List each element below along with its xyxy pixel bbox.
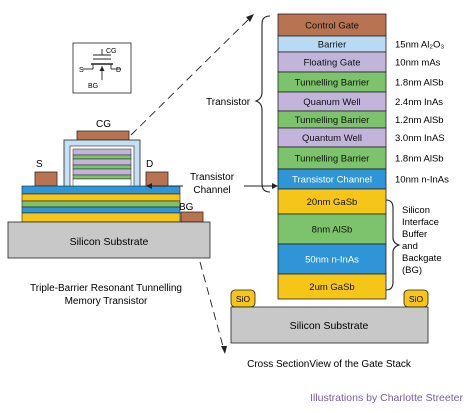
buffer-brace xyxy=(385,199,401,291)
device-barrier-2 xyxy=(72,164,132,170)
device-cg-label: CG xyxy=(96,119,111,130)
stack-layer-label: Transistor Channel xyxy=(292,175,372,186)
device-well-2 xyxy=(72,168,132,176)
annotation-buffer-line: Silicon xyxy=(402,205,430,216)
stack-layer-label: 20nm GaSb xyxy=(307,197,358,208)
annotation-buffer-line: and xyxy=(402,241,418,252)
device-barrier-1 xyxy=(72,154,132,160)
stack-layer-label: Tunnelling Barrier xyxy=(295,154,370,165)
device-substrate xyxy=(7,221,211,259)
stack-sio-right-label: SiO xyxy=(409,294,424,304)
symbol-cg-label: CG xyxy=(106,48,117,55)
stack-substrate-label: Silicon Substrate xyxy=(290,320,369,332)
device-gasb-layer xyxy=(21,193,181,202)
device-caption-line2: Memory Transistor xyxy=(65,296,148,307)
stack-layer-label: 8nm AlSb xyxy=(312,225,353,236)
stack-layer xyxy=(277,213,387,245)
stack-layer-label: Barrier xyxy=(318,40,347,51)
symbol-s-label: S xyxy=(79,67,84,74)
annotation-buffer: Silicon Interface Buffer and Backgate (B… xyxy=(402,205,442,276)
stack-layer-label: Quantum Well xyxy=(302,133,362,144)
annotation-channel-arrowhead-left xyxy=(146,183,152,189)
device-well-1 xyxy=(72,158,132,166)
stack-layer xyxy=(277,243,387,275)
stack-layer-label: Floating Gate xyxy=(303,58,360,69)
stack-layer-spec: 1.8nm AlSb xyxy=(395,78,444,89)
credit-caption: Illustrations by Charlotte Streeter xyxy=(310,392,463,404)
annotation-transistor: Transistor xyxy=(206,97,251,108)
device-substrate-label: Silicon Substrate xyxy=(70,236,149,248)
device-d-label: D xyxy=(146,159,153,170)
annotation-buffer-line: (BG) xyxy=(402,265,422,276)
stack-layer xyxy=(277,273,387,300)
device-bg-label: BG xyxy=(179,202,194,213)
device-drain-contact xyxy=(145,171,169,187)
stack-layer-spec: 1.2nm AlSb xyxy=(395,115,444,126)
stack-layer-spec: 1.8nm AlSb xyxy=(395,154,444,165)
annotation-buffer-line: Buffer xyxy=(402,229,427,240)
zoom-line-top-arrow xyxy=(246,14,254,22)
annotation-channel-line1: Transistor xyxy=(190,172,235,183)
device-source-contact xyxy=(34,171,58,187)
symbol-bg-label: BG xyxy=(88,83,98,90)
device-barrier-3 xyxy=(72,174,132,180)
stack-layer-label: 50nm n-InAs xyxy=(305,255,359,266)
device-floating-gate xyxy=(72,148,132,156)
stack-layer-label: 2um GaSb xyxy=(309,282,354,293)
stack-layer-label: Tunnelling Barrier xyxy=(295,78,370,89)
stack-layer-label: Control Gate xyxy=(305,21,359,32)
device-buffer-layer xyxy=(21,212,181,223)
symbol-d-label: D xyxy=(116,67,121,74)
zoom-line-bottom xyxy=(199,261,225,351)
device-control-gate xyxy=(76,130,130,141)
device-s-label: S xyxy=(36,159,43,170)
stack-layer-spec: 10nm mAs xyxy=(395,58,441,69)
stack-layer-label: Quanum Well xyxy=(303,97,360,108)
symbol-bg-arrow xyxy=(99,66,105,71)
stack-layer-spec: 2.4nm InAs xyxy=(395,97,443,108)
stack-base: SiO SiO Silicon Substrate xyxy=(230,289,429,344)
stack-substrate xyxy=(230,306,429,344)
stack-layer-label: Tunnelling Barrier xyxy=(295,115,370,126)
annotation-buffer-line: Interface xyxy=(402,217,439,228)
device-backgate-contact xyxy=(180,211,204,223)
device-channel-layer xyxy=(21,185,181,195)
stack-layer-spec: 3.0nm InAS xyxy=(395,133,445,144)
transistor-brace xyxy=(254,15,271,193)
annotation-channel-arrowhead-right xyxy=(272,183,278,189)
transistor-symbol: CG S D BG xyxy=(72,42,132,94)
stack-layer-spec: 10nm n-InAs xyxy=(395,175,449,186)
device-drawing: CG S D BG Silicon Substrate Triple-Barri… xyxy=(7,119,211,307)
annotation-buffer-line: Backgate xyxy=(402,253,442,264)
stack-layer xyxy=(277,188,387,215)
device-caption-line1: Triple-Barrier Resonant Tunnelling xyxy=(30,283,182,294)
stack-layer-spec: 15nm Al₂O₃ xyxy=(395,40,444,51)
zoom-line-bottom-arrow xyxy=(221,346,227,354)
device-inas-layer xyxy=(21,206,181,214)
device-alsb-layer xyxy=(21,200,181,208)
stack-caption: Cross SectionView of the Gate Stack xyxy=(247,359,412,370)
zoom-line-top xyxy=(130,15,253,136)
stack-sio-left-label: SiO xyxy=(236,294,251,304)
annotation-channel-line2: Channel xyxy=(193,185,230,196)
